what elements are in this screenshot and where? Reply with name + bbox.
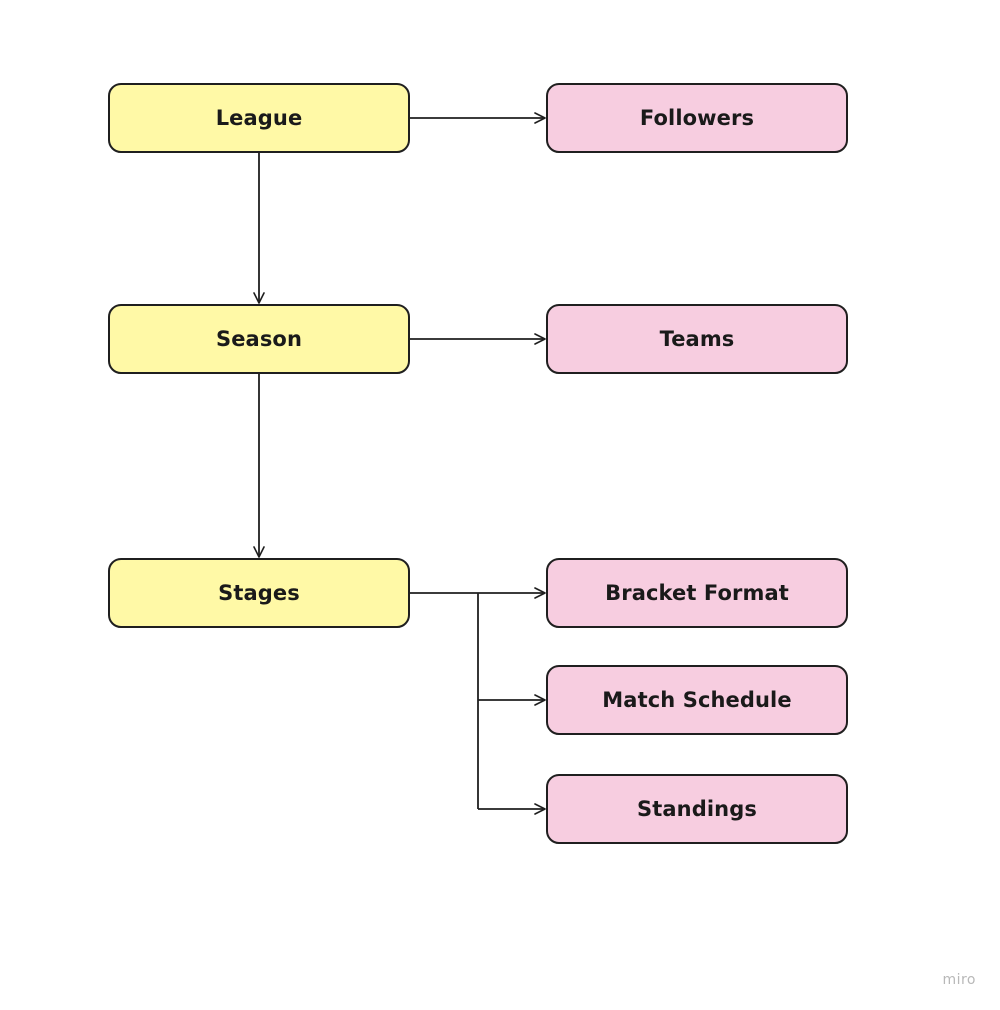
- node-season[interactable]: Season: [108, 304, 410, 374]
- node-standings-label: Standings: [637, 797, 757, 821]
- node-stages[interactable]: Stages: [108, 558, 410, 628]
- node-teams-label: Teams: [659, 327, 735, 351]
- node-league[interactable]: League: [108, 83, 410, 153]
- node-match-schedule[interactable]: Match Schedule: [546, 665, 848, 735]
- node-standings[interactable]: Standings: [546, 774, 848, 844]
- node-bracket-format-label: Bracket Format: [605, 581, 789, 605]
- node-followers[interactable]: Followers: [546, 83, 848, 153]
- node-match-schedule-label: Match Schedule: [602, 688, 792, 712]
- node-season-label: Season: [215, 327, 302, 351]
- node-teams[interactable]: Teams: [546, 304, 848, 374]
- node-followers-label: Followers: [639, 106, 755, 130]
- node-league-label: League: [215, 106, 303, 130]
- node-stages-label: Stages: [218, 581, 300, 605]
- node-bracket-format[interactable]: Bracket Format: [546, 558, 848, 628]
- miro-watermark: miro: [942, 972, 976, 988]
